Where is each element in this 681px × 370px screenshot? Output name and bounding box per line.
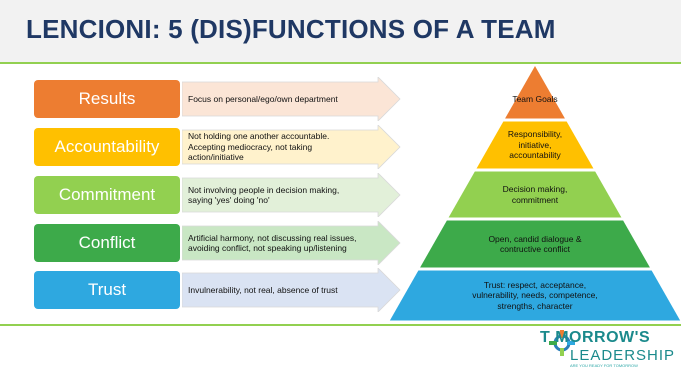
dysfunction-text-commitment: Not involving people in decision making,… xyxy=(188,178,339,212)
pyramid-tier-1 xyxy=(505,66,565,119)
pyramid-label-line: Decision making, xyxy=(502,184,568,194)
dysfunction-text-trust: Invulnerability, not real, absence of tr… xyxy=(188,273,338,307)
dysfunction-line: saying 'yes' doing 'no' xyxy=(188,195,270,205)
pyramid-label-5: Trust: respect, acceptance,vulnerability… xyxy=(390,271,680,321)
level-label-results: Results xyxy=(34,80,180,118)
pyramid-label-line: vulnerability, needs, competence, xyxy=(472,290,598,301)
pyramid-label-line: accountability xyxy=(509,150,561,161)
pyramid-label-line: commitment xyxy=(511,194,559,205)
title-bar: LENCIONI: 5 (DIS)FUNCTIONS OF A TEAM xyxy=(0,0,681,62)
logo-tagline: ARE YOU READY FOR TOMORROW xyxy=(570,363,638,368)
dysfunction-arrow-trust xyxy=(182,268,401,312)
level-label-conflict: Conflict xyxy=(34,224,180,262)
dysfunction-text-accountability: Not holding one another accountable.Acce… xyxy=(188,130,329,164)
dysfunction-line: Not involving people in decision making, xyxy=(188,184,340,195)
pyramid-label-line: Responsibility, xyxy=(507,129,563,140)
pyramid-label-line: strengths, character xyxy=(497,300,573,311)
pyramid-label-line: Trust: respect, acceptance, xyxy=(483,279,587,290)
dysfunction-line: Invulnerability, not real, absence of tr… xyxy=(188,284,338,295)
logo-cross-icon xyxy=(549,330,575,356)
dysfunction-text-conflict: Artificial harmony, not discussing real … xyxy=(188,226,357,260)
dysfunction-arrow-accountability xyxy=(182,125,401,169)
pyramid-label-line: Open, candid dialogue & xyxy=(488,233,582,244)
pyramid-label-3: Decision making,commitment xyxy=(449,172,622,218)
dysfunction-line: Accepting mediocracy, not taking xyxy=(188,141,313,152)
logo-line-1: T MORROW'S xyxy=(540,329,651,346)
pyramid-label-line: Team Goals xyxy=(512,94,558,104)
dysfunction-line: Focus on personal/ego/own department xyxy=(188,93,338,104)
dysfunction-arrow-results xyxy=(182,77,401,121)
pyramid-label-2: Responsibility,initiative,accountability xyxy=(477,122,594,169)
pyramid-label-1: Team Goals xyxy=(495,80,575,119)
dysfunction-line: Artificial harmony, not discussing real … xyxy=(188,232,357,243)
pyramid-label-line: contructive conflict xyxy=(500,244,570,254)
dysfunction-line: avoiding conflict, not speaking up/liste… xyxy=(188,243,347,253)
pyramid-tier-5 xyxy=(389,270,681,321)
level-label-accountability: Accountability xyxy=(34,128,180,166)
pyramid-label-4: Open, candid dialogue &contructive confl… xyxy=(420,221,650,268)
pyramid-tier-4 xyxy=(420,220,650,268)
logo-line-2: LEADERSHIP xyxy=(570,347,676,364)
top-divider xyxy=(0,62,681,64)
level-label-commitment: Commitment xyxy=(34,176,180,214)
slide-title: LENCIONI: 5 (DIS)FUNCTIONS OF A TEAM xyxy=(26,14,556,44)
pyramid-label-line: initiative, xyxy=(518,139,552,150)
pyramid-tier-2 xyxy=(476,121,594,169)
pyramid-tier-3 xyxy=(448,171,622,218)
tomorrows-leadership-logo: T MORROW'S LEADERSHIP ARE YOU READY FOR … xyxy=(530,328,678,368)
dysfunction-line: Not holding one another accountable. xyxy=(188,131,330,142)
dysfunction-text-results: Focus on personal/ego/own department xyxy=(188,82,338,116)
dysfunction-arrow-commitment xyxy=(182,173,401,217)
dysfunction-arrow-conflict xyxy=(182,221,401,265)
bottom-divider xyxy=(0,324,681,326)
dysfunction-line: action/initiative xyxy=(188,152,244,163)
level-label-trust: Trust xyxy=(34,271,180,309)
